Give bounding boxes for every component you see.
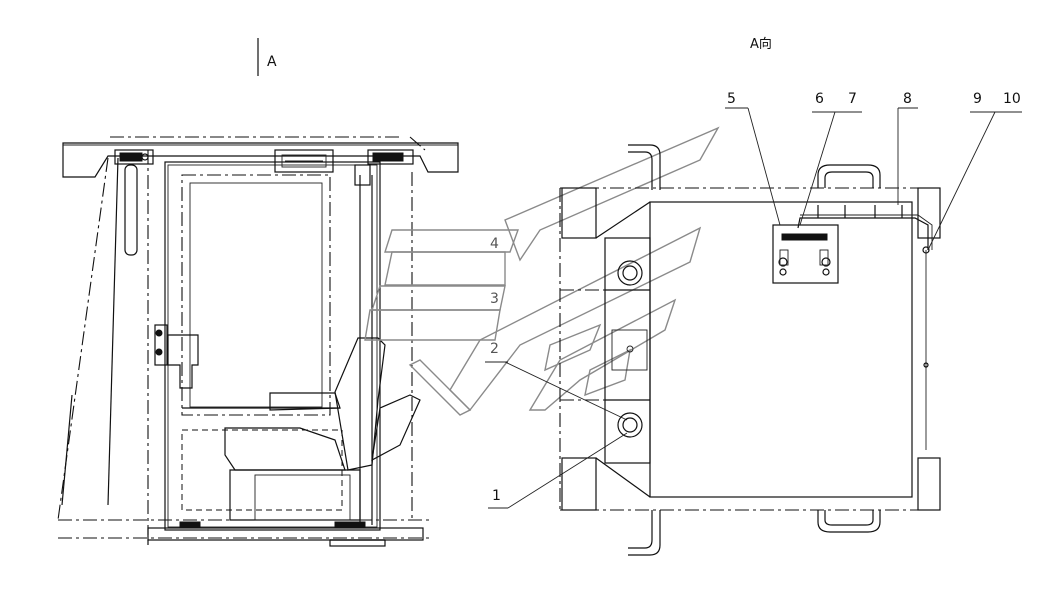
callout-5: 5 (727, 91, 736, 107)
callout-8: 8 (903, 91, 912, 107)
callout-9: 9 (973, 91, 982, 107)
callout-1: 1 (492, 488, 501, 504)
callout-6: 6 (815, 91, 824, 107)
watermark-logo: 4 3 2 (364, 126, 720, 416)
callout-10: 10 (1003, 91, 1021, 107)
top-view (559, 144, 941, 556)
callout-7: 7 (848, 91, 857, 107)
view-title: A向 (750, 36, 772, 52)
callout-2: 2 (490, 341, 499, 357)
section-letter: A (267, 54, 277, 70)
cab-side-view (57, 136, 459, 547)
section-marker: A (257, 38, 277, 76)
callout-leaders (488, 107, 1022, 509)
callout-4: 4 (490, 236, 499, 252)
callout-3: 3 (490, 291, 499, 307)
